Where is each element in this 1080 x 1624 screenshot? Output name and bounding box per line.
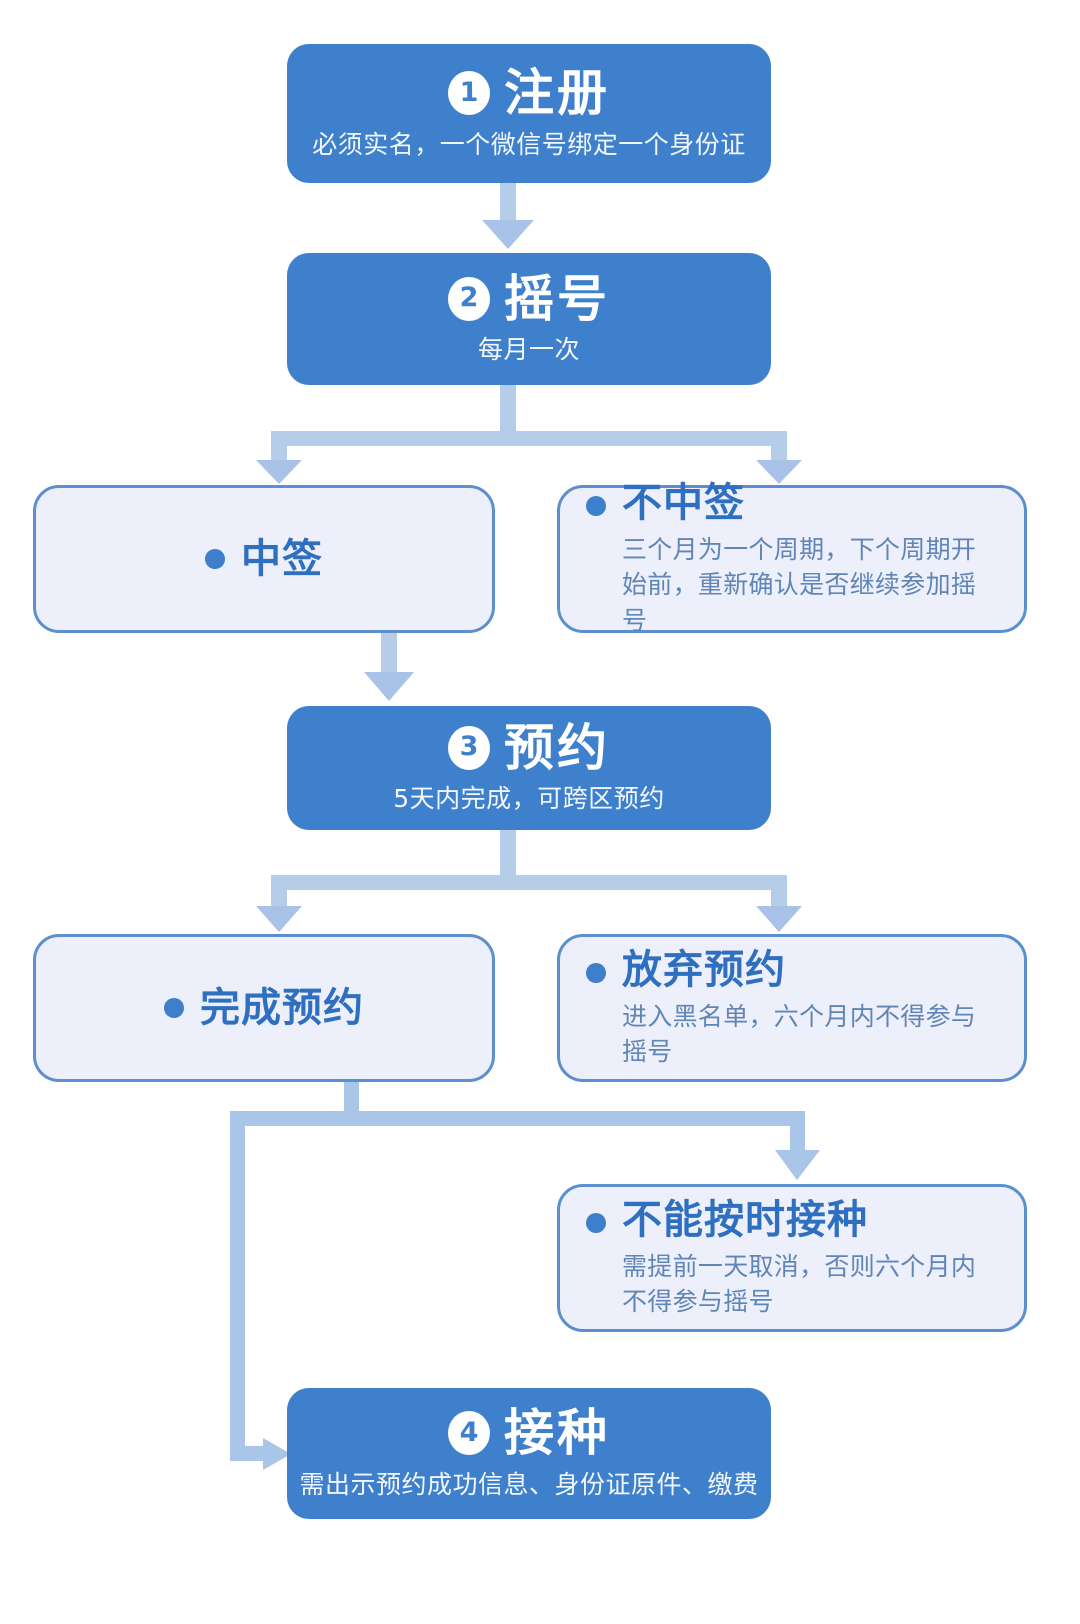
step-register-label: 注册 xyxy=(504,64,610,123)
outcome-give-up-appointment[interactable]: 放弃预约 进入黑名单，六个月内不得参与摇号 xyxy=(557,934,1027,1082)
connector-register-to-lottery xyxy=(482,183,534,249)
step-vaccination-label: 接种 xyxy=(504,1404,610,1463)
step-lottery-label: 摇号 xyxy=(504,269,610,328)
step-number-badge: 3 xyxy=(448,725,490,770)
step-appointment-label: 预约 xyxy=(504,718,610,777)
connector-lottery-split xyxy=(256,385,802,484)
step-vaccination-title: 4 接种 xyxy=(448,1407,610,1460)
bullet-icon xyxy=(205,549,225,569)
step-number-badge: 4 xyxy=(448,1411,490,1456)
outcome-lose-desc: 三个月为一个周期，下个周期开始前，重新确认是否继续参加摇号 xyxy=(622,534,977,635)
outcome-lose-title: 不中签 xyxy=(622,479,745,526)
outcome-giveup-title: 放弃预约 xyxy=(622,946,786,993)
outcome-done-title: 完成预约 xyxy=(200,985,364,1031)
outcome-appointment-completed[interactable]: 完成预约 xyxy=(33,934,495,1082)
step-lottery[interactable]: 2 摇号 每月一次 xyxy=(287,253,771,385)
outcome-cannot-attend-on-time[interactable]: 不能按时接种 需提前一天取消，否则六个月内不得参与摇号 xyxy=(557,1184,1027,1332)
step-register[interactable]: 1 注册 必须实名，一个微信号绑定一个身份证 xyxy=(287,44,771,183)
outcome-giveup-desc: 进入黑名单，六个月内不得参与摇号 xyxy=(622,1001,977,1067)
bullet-icon xyxy=(164,998,184,1018)
step-register-title: 1 注册 xyxy=(448,67,610,120)
step-appointment-desc: 5天内完成，可跨区预约 xyxy=(393,784,665,814)
step-lottery-desc: 每月一次 xyxy=(477,335,580,365)
step-vaccination[interactable]: 4 接种 需出示预约成功信息、身份证原件、缴费 xyxy=(287,1388,771,1519)
connector-appoint-split xyxy=(256,830,802,932)
step-number-badge: 2 xyxy=(448,276,490,321)
outcome-late-desc: 需提前一天取消，否则六个月内不得参与摇号 xyxy=(622,1251,977,1317)
bullet-icon xyxy=(586,1212,606,1233)
step-lottery-title: 2 摇号 xyxy=(448,273,610,326)
bullet-icon xyxy=(586,495,606,516)
outcome-late-title: 不能按时接种 xyxy=(622,1196,868,1243)
outcome-win-title: 中签 xyxy=(241,536,323,582)
outcome-win[interactable]: 中签 xyxy=(33,485,495,633)
connector-win-to-appoint xyxy=(364,633,414,701)
step-vaccination-desc: 需出示预约成功信息、身份证原件、缴费 xyxy=(299,1469,759,1499)
bullet-icon xyxy=(586,962,606,983)
step-register-desc: 必须实名，一个微信号绑定一个身份证 xyxy=(312,129,746,159)
outcome-lose[interactable]: 不中签 三个月为一个周期，下个周期开始前，重新确认是否继续参加摇号 xyxy=(557,480,1027,635)
step-appointment[interactable]: 3 预约 5天内完成，可跨区预约 xyxy=(287,706,771,830)
step-appointment-title: 3 预约 xyxy=(448,722,610,775)
step-number-badge: 1 xyxy=(448,71,490,116)
